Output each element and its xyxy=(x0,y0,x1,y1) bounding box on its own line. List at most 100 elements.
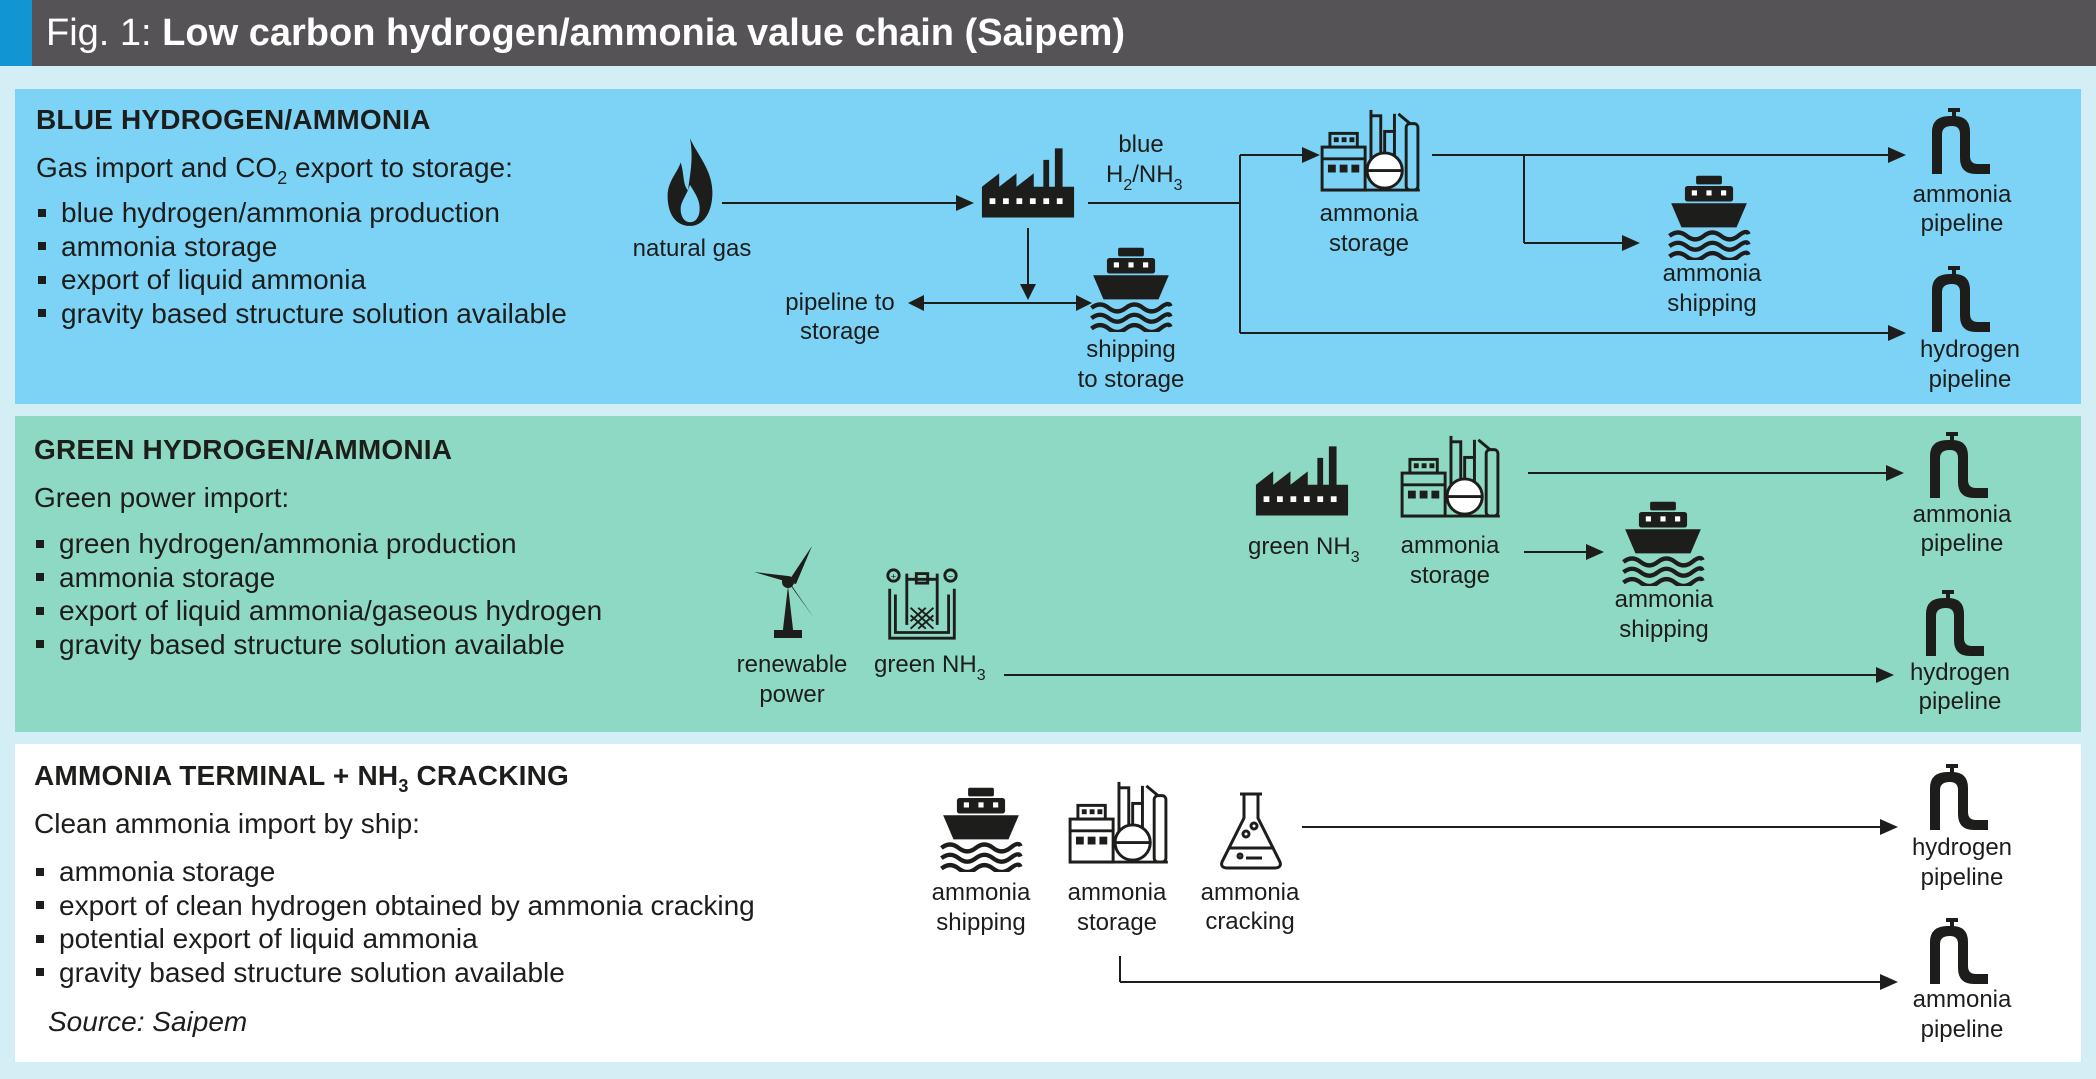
ammonia-pipeline-label-2: pipeline xyxy=(1921,210,2004,237)
white-title-subscript: 3 xyxy=(398,776,409,796)
arrowhead xyxy=(1888,325,1906,341)
green-ammonia-shipping-label-1: ammonia xyxy=(1615,586,1714,613)
ammonia-cracking-label-2: cracking xyxy=(1205,908,1294,935)
blue-h-subscript: 2 xyxy=(1123,177,1132,194)
arrowhead xyxy=(1888,147,1906,163)
bullet-item: green hydrogen/ammonia production xyxy=(36,527,602,561)
green-nh3-electrolyser-label: green NH3 xyxy=(874,651,986,684)
arrowhead xyxy=(1076,295,1092,311)
green-panel-title: GREEN HYDROGEN/AMMONIA xyxy=(34,434,453,465)
green-ammonia-storage-plant-icon xyxy=(1400,434,1502,518)
green-nh3-plant-label: green NH3 xyxy=(1248,533,1360,566)
green-panel-subtitle: Green power import: xyxy=(34,482,290,513)
bullet-item: ammonia storage xyxy=(38,230,567,264)
green-production-plant-icon xyxy=(1255,446,1349,516)
terminal-ammonia-storage-label-1: ammonia xyxy=(1068,879,1167,906)
blue-nh-text: /NH xyxy=(1132,161,1173,188)
green-hydrogen-pipeline-label-1: hydrogen xyxy=(1910,659,2010,686)
figure-title: Fig. 1: Low carbon hydrogen/ammonia valu… xyxy=(46,0,1125,66)
arrowhead xyxy=(1020,284,1036,300)
terminal-ammonia-pipeline-label-1: ammonia xyxy=(1913,986,2012,1013)
white-panel-subtitle: Clean ammonia import by ship: xyxy=(34,808,420,839)
arrowhead xyxy=(908,295,924,311)
shipping-to-storage-ship-icon xyxy=(1091,248,1170,332)
terminal-ammonia-storage-label-2: storage xyxy=(1077,909,1157,936)
bullet-item: potential export of liquid ammonia xyxy=(36,922,755,956)
ammonia-shipping-label-1: ammonia xyxy=(1663,260,1762,287)
green-ammonia-shipping-label-2: shipping xyxy=(1619,616,1708,643)
arrowhead xyxy=(1302,147,1320,163)
green-hydrogen-pipeline-icon xyxy=(1926,590,1984,656)
shipping-to-storage-label-2: to storage xyxy=(1078,366,1185,393)
arrowhead xyxy=(1886,465,1904,481)
blue-production-plant-icon xyxy=(981,148,1075,218)
white-panel-title: AMMONIA TERMINAL + NH3 CRACKING xyxy=(34,760,569,796)
terminal-ammonia-pipeline-label-2: pipeline xyxy=(1921,1016,2004,1043)
ammonia-storage-label-2: storage xyxy=(1329,230,1409,257)
bullet-item: gravity based structure solution availab… xyxy=(36,628,602,662)
ammonia-storage-label-1: ammonia xyxy=(1320,200,1419,227)
arrowhead xyxy=(1880,974,1898,990)
white-bullet-list: ammonia storage export of clean hydrogen… xyxy=(36,855,755,989)
green-ammonia-shipping-ship-icon xyxy=(1623,502,1702,586)
green-nh3-plant-subscript: 3 xyxy=(1351,549,1360,566)
natural-gas-label: natural gas xyxy=(633,235,752,262)
terminal-ammonia-storage-plant-icon xyxy=(1068,780,1170,864)
terminal-hydrogen-pipeline-label-2: pipeline xyxy=(1921,864,2004,891)
ammonia-shipping-label-2: shipping xyxy=(1667,290,1756,317)
blue-subtitle-main: Gas import and CO xyxy=(36,152,278,183)
terminal-hydrogen-pipeline-label-1: hydrogen xyxy=(1912,834,2012,861)
hydrogen-pipeline-icon xyxy=(1932,266,1990,332)
terminal-ammonia-pipeline-icon xyxy=(1930,918,1988,984)
renewable-power-label-2: power xyxy=(759,681,824,708)
arrowhead xyxy=(1622,235,1640,251)
ammonia-cracking-label-1: ammonia xyxy=(1201,879,1300,906)
shipping-to-storage-label-1: shipping xyxy=(1086,336,1175,363)
green-nh3-text: green NH xyxy=(874,651,977,678)
terminal-ammonia-shipping-label-2: shipping xyxy=(936,909,1025,936)
header-accent-bar xyxy=(0,0,32,66)
terminal-hydrogen-pipeline-icon xyxy=(1930,764,1988,830)
green-ammonia-storage-label-2: storage xyxy=(1410,562,1490,589)
bullet-item: ammonia storage xyxy=(36,561,602,595)
white-title-pre: AMMONIA TERMINAL + NH xyxy=(34,760,399,791)
blue-product-label-line2: H2/NH3 xyxy=(1106,161,1183,194)
bullet-item: ammonia storage xyxy=(36,855,755,889)
ammonia-shipping-ship-icon xyxy=(1669,176,1748,260)
bullet-item: export of liquid ammonia/gaseous hydroge… xyxy=(36,594,602,628)
blue-bullet-list: blue hydrogen/ammonia production ammonia… xyxy=(38,196,567,330)
ammonia-pipeline-label-1: ammonia xyxy=(1913,181,2012,208)
blue-panel-title: BLUE HYDROGEN/AMMONIA xyxy=(36,104,431,135)
green-nh3-plant-text: green NH xyxy=(1248,533,1351,560)
bullet-item: gravity based structure solution availab… xyxy=(38,297,567,331)
bullet-item: blue hydrogen/ammonia production xyxy=(38,196,567,230)
arrowhead xyxy=(956,195,974,211)
ammonia-pipeline-icon xyxy=(1932,108,1990,174)
figure-number: Fig. 1: xyxy=(46,12,152,54)
green-hydrogen-pipeline-label-2: pipeline xyxy=(1919,688,2002,715)
white-title-post: CRACKING xyxy=(408,760,569,791)
arrowhead xyxy=(1880,819,1898,835)
green-ammonia-pipeline-label-2: pipeline xyxy=(1921,530,2004,557)
bullet-item: export of liquid ammonia xyxy=(38,263,567,297)
green-nh3-subscript: 3 xyxy=(977,667,986,684)
ammonia-storage-plant-icon xyxy=(1320,108,1422,192)
terminal-ammonia-shipping-label-1: ammonia xyxy=(932,879,1031,906)
electrolyser-icon xyxy=(886,568,958,640)
blue-panel-subtitle: Gas import and CO2 export to storage: xyxy=(36,152,513,188)
arrowhead xyxy=(1876,667,1894,683)
blue-product-label-line1: blue xyxy=(1118,131,1163,158)
figure-title-text: Low carbon hydrogen/ammonia value chain … xyxy=(162,12,1126,54)
wind-turbine-icon xyxy=(754,546,814,638)
green-ammonia-pipeline-icon xyxy=(1930,432,1988,498)
blue-h-text: H xyxy=(1106,161,1123,188)
hydrogen-pipeline-label-2: pipeline xyxy=(1929,366,2012,393)
source-note: Source: Saipem xyxy=(48,1006,248,1037)
arrowhead xyxy=(1586,544,1604,560)
figure-header: Fig. 1: Low carbon hydrogen/ammonia valu… xyxy=(0,0,2096,66)
bullet-item: gravity based structure solution availab… xyxy=(36,956,755,990)
blue-subtitle-rest: export to storage: xyxy=(287,152,513,183)
pipeline-to-storage-label-1: pipeline to xyxy=(785,289,894,316)
green-ammonia-storage-label-1: ammonia xyxy=(1401,532,1500,559)
